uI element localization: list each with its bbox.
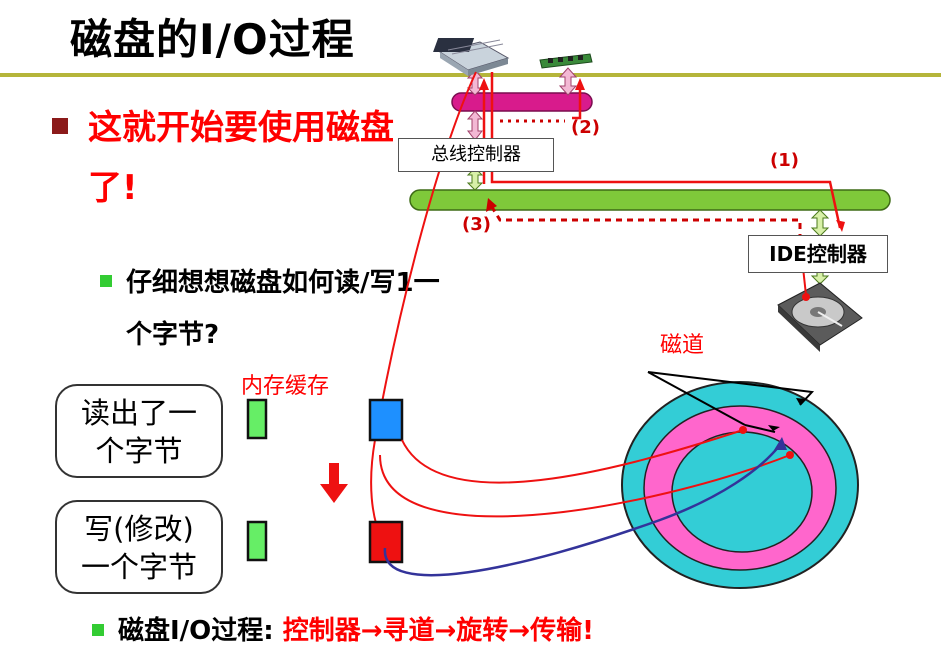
- track-pointer-arrowhead-1: [768, 425, 780, 431]
- write-callout: 写(修改) 一个字节: [55, 500, 223, 594]
- read-callout-line2: 个字节: [95, 434, 183, 468]
- step2-label: (2): [571, 117, 600, 138]
- bridge-pci-connector: [466, 167, 484, 191]
- cache-block-read: [368, 398, 404, 442]
- main-bullet-line1: 这就开始要使用磁盘: [88, 108, 394, 148]
- cpu-bus-connector: [466, 69, 484, 96]
- read-callout-line1: 读出了一: [80, 396, 197, 430]
- disk-platter: [621, 381, 859, 589]
- write-callout-line1: 写(修改): [84, 512, 194, 546]
- bullet-marker: [52, 118, 68, 134]
- main-bullet-line2: 了!: [88, 168, 138, 208]
- memory-module-icon: [539, 53, 593, 69]
- write-callout-line2: 一个字节: [80, 550, 197, 584]
- track-point-2: [786, 451, 794, 459]
- path-step2-memory-line: [572, 84, 582, 120]
- bottom-bullet-prefix: 磁盘I/O过程:: [118, 616, 283, 646]
- sub-bullet-line2: 个字节?: [126, 320, 220, 350]
- cache-to-track-curve-2: [379, 454, 791, 518]
- cache-to-track-curve-1: [401, 429, 744, 484]
- path-step3-arrowhead: [486, 198, 497, 212]
- path-step3-dashed: [488, 203, 802, 240]
- write-to-disk-arrowhead: [774, 437, 787, 450]
- path-step2-up-arrowhead: [479, 78, 489, 90]
- bottom-bullet: 磁盘I/O过程: 控制器→寻道→旋转→传输!: [118, 610, 594, 647]
- track-pointer-1-tail: [744, 424, 776, 433]
- disk-dot: [802, 293, 810, 301]
- write-to-disk-curve: [383, 444, 781, 577]
- page-title: 磁盘的I/O过程: [70, 15, 355, 64]
- track-point-1: [739, 426, 747, 434]
- path-step1-arrowhead: [836, 220, 845, 232]
- front-side-bus: [451, 92, 593, 112]
- sub-bullet-marker: [100, 275, 112, 287]
- track-label: 磁道: [660, 333, 705, 358]
- path-step2-memory-arrowhead: [575, 78, 585, 90]
- track-pointer-1: [647, 371, 746, 426]
- track-pointer-arrowhead-2: [796, 398, 806, 405]
- bus-controller-label: 总线控制器: [398, 138, 554, 172]
- hard-disk-icon: [777, 282, 863, 352]
- read-callout: 读出了一 个字节: [55, 384, 223, 478]
- path-step1-line: [490, 72, 842, 229]
- write-byte-block: [246, 520, 268, 562]
- ide-controller-label: IDE控制器: [748, 235, 888, 273]
- sub-bullet-line1: 仔细想想磁盘如何读/写1一: [126, 268, 440, 298]
- down-arrow-icon: [320, 463, 348, 503]
- pci-ide-connector: [810, 209, 830, 237]
- step1-label: (1): [770, 150, 799, 171]
- cpu-icon: [433, 38, 510, 76]
- mem-cache-label: 内存缓存: [241, 374, 330, 399]
- memory-bus-connector: [558, 67, 578, 96]
- fsb-bridge-connector: [466, 110, 484, 141]
- step3-label: (3): [462, 214, 491, 235]
- read-byte-block: [246, 398, 268, 440]
- bottom-bullet-marker: [92, 624, 104, 636]
- pci-bus: [409, 189, 891, 211]
- bottom-bullet-steps: 控制器→寻道→旋转→传输!: [282, 616, 594, 646]
